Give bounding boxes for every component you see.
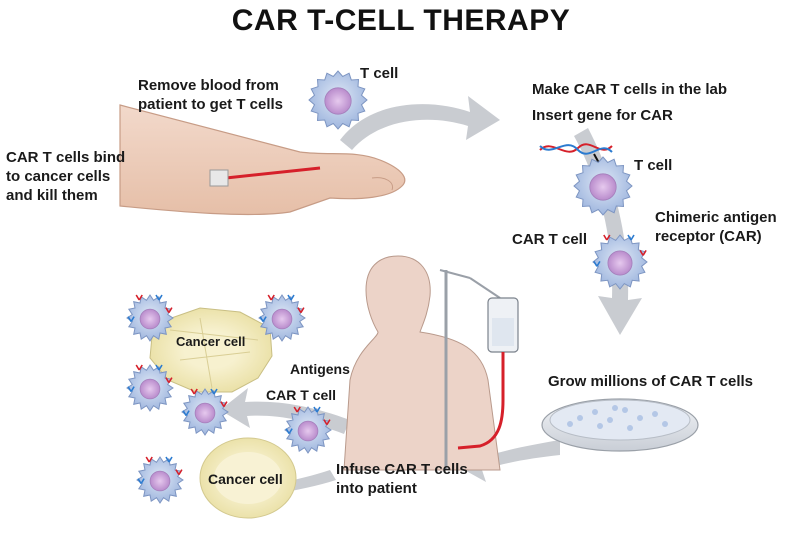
receptor-icon (293, 406, 301, 413)
label-make-car: Make CAR T cells in the lab (532, 81, 728, 98)
receptor-icon (603, 234, 611, 241)
receptor-icon (127, 316, 135, 323)
receptor-icon (155, 364, 163, 371)
label-line: and kill them (6, 187, 98, 204)
receptor-icon (287, 294, 295, 301)
receptor-icon (259, 316, 267, 323)
page-title: CAR T-CELL THERAPY (231, 4, 571, 37)
label-line: CAR T cells bind (6, 149, 126, 166)
petri-dish-icon (541, 398, 699, 452)
label-car-bind: CAR T cells bind to cancer cells and kil… (6, 148, 125, 205)
receptor-icon (210, 388, 218, 395)
cancer-cell-icon (199, 437, 297, 519)
label-line: Infuse CAR T cells (336, 461, 468, 478)
label-t-cell-right: T cell (634, 157, 673, 174)
label-chimeric: Chimeric antigen receptor (CAR) (655, 208, 777, 246)
car-t-cell-icon (126, 294, 174, 342)
receptor-icon (285, 428, 293, 435)
receptor-icon (323, 419, 331, 426)
receptor-icon (165, 377, 173, 384)
receptor-icon (137, 478, 145, 485)
label-car-t-cell-left: CAR T cell (266, 387, 337, 403)
receptor-icon (190, 388, 198, 395)
receptor-icon (627, 234, 635, 241)
receptor-icon (155, 294, 163, 301)
car-t-cell-icon (181, 388, 229, 436)
label-line: Remove blood from (138, 77, 279, 94)
car-t-cell-icon (284, 406, 332, 454)
label-grow: Grow millions of CAR T cells (548, 373, 754, 390)
car-t-cell-icon (258, 294, 306, 342)
receptor-icon (220, 401, 228, 408)
receptor-icon (135, 294, 143, 301)
arrow-top (340, 96, 500, 150)
receptor-icon (182, 410, 190, 417)
label-car-t-cell-right: CAR T cell (512, 231, 588, 248)
label-cancer-cell-top: Cancer cell (176, 334, 246, 349)
label-cancer-cell-bottom: Cancer cell (208, 471, 283, 487)
label-antigens: Antigens (290, 361, 350, 377)
label-insert-gene: Insert gene for CAR (532, 107, 673, 124)
t-cells (126, 70, 648, 504)
receptor-icon (165, 456, 173, 463)
receptor-icon (145, 456, 153, 463)
label-line: Chimeric antigen (655, 209, 777, 226)
label-line: patient to get T cells (138, 96, 284, 113)
receptor-icon (175, 469, 183, 476)
t-cell-icon (308, 70, 368, 130)
arm-icon (119, 104, 406, 216)
cancer-cell-icon (149, 307, 273, 393)
label-remove-blood: Remove blood from patient to get T cells (138, 76, 283, 114)
receptor-icon (135, 364, 143, 371)
label-line: receptor (CAR) (655, 228, 762, 245)
receptor-icon (165, 307, 173, 314)
car-t-cell-icon (136, 456, 184, 504)
label-infuse: Infuse CAR T cells into patient (336, 460, 468, 498)
receptor-icon (297, 307, 305, 314)
patient-silhouette-icon (343, 255, 501, 471)
car-t-cell-icon (592, 234, 648, 290)
label-t-cell-top: T cell (360, 65, 399, 82)
car-t-cell-icon (126, 364, 174, 412)
receptor-icon (267, 294, 275, 301)
receptor-icon (639, 249, 647, 256)
t-cell-icon (573, 156, 633, 216)
receptor-icon (313, 406, 321, 413)
iv-bag-icon (439, 269, 519, 470)
receptor-icon (127, 386, 135, 393)
label-line: to cancer cells (6, 168, 111, 185)
receptor-icon (593, 260, 601, 267)
label-line: into patient (336, 480, 417, 497)
